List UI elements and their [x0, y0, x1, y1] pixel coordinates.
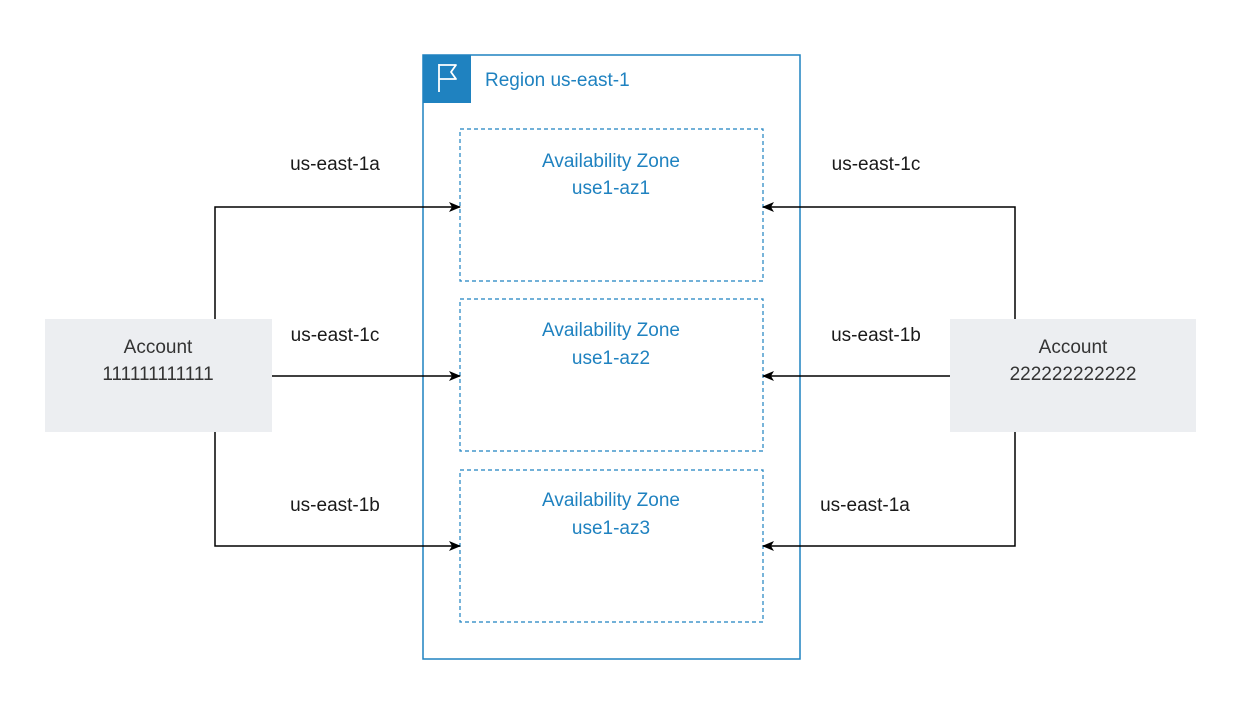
arrow-left-to-az1 — [214, 202, 461, 319]
region-container: Region us-east-1 — [422, 54, 801, 660]
zone-title: Availability Zone — [542, 490, 680, 511]
account-box — [950, 319, 1196, 432]
account-id: 111111111111 — [102, 364, 213, 385]
account-label: Account — [124, 337, 193, 358]
left-label-az2: us-east-1c — [291, 325, 380, 346]
arrow-left-to-az3 — [214, 432, 461, 551]
arrow-right-to-az1 — [762, 202, 1016, 319]
right-label-az2: us-east-1b — [831, 325, 921, 346]
availability-zone-3: Availability Zone use1-az3 — [459, 469, 764, 623]
region-border — [422, 54, 801, 660]
arrow-right-to-az3 — [762, 432, 1016, 551]
right-label-az3: us-east-1a — [820, 495, 910, 516]
right-label-az1: us-east-1c — [832, 154, 921, 175]
zone-title: Availability Zone — [542, 151, 680, 172]
account-box — [45, 319, 272, 432]
flag-icon — [423, 55, 471, 103]
account-label: Account — [1039, 337, 1108, 358]
zone-id: use1-az1 — [572, 178, 650, 199]
left-label-az1: us-east-1a — [290, 154, 380, 175]
account-id: 222222222222 — [1010, 364, 1137, 385]
zone-title: Availability Zone — [542, 320, 680, 341]
left-mapping-arrows — [214, 202, 461, 551]
zone-id: use1-az2 — [572, 348, 650, 369]
availability-zone-2: Availability Zone use1-az2 — [459, 298, 764, 452]
availability-zone-1: Availability Zone use1-az1 — [459, 128, 764, 282]
left-label-az3: us-east-1b — [290, 495, 380, 516]
region-title: Region us-east-1 — [485, 70, 630, 91]
account-left: Account 111111111111 — [45, 319, 272, 432]
account-right: Account 222222222222 — [950, 319, 1196, 432]
zone-id: use1-az3 — [572, 518, 650, 539]
right-mapping-arrows — [762, 202, 1016, 551]
